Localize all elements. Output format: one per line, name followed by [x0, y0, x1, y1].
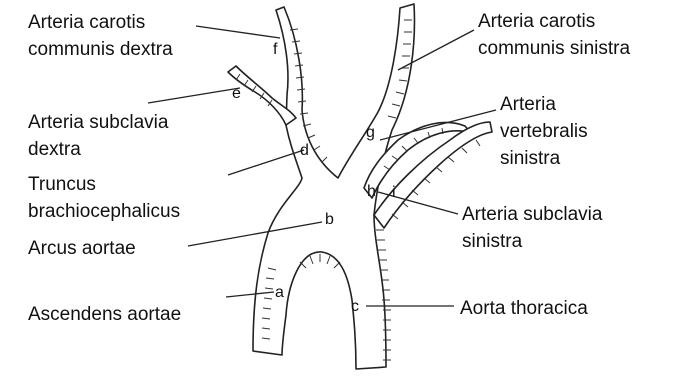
label-subclavia-dextra-line1: Arteria subclavia	[28, 112, 169, 133]
label-carotis-sinistra: Arteria carotis communis sinistra	[478, 11, 630, 59]
label-truncus: Truncus brachiocephalicus	[28, 174, 180, 222]
leader-carotis-dextra	[196, 26, 280, 38]
label-truncus-line1: Truncus	[28, 174, 96, 195]
label-carotis-dextra-line2: communis dextra	[28, 39, 173, 60]
label-thoracica: Aorta thoracica	[460, 298, 588, 319]
label-carotis-sinistra-line2: communis sinistra	[478, 38, 630, 59]
label-subclavia-sinistra: Arteria subclavia sinistra	[462, 204, 608, 252]
letter-a: a	[275, 284, 284, 301]
letter-e: e	[232, 85, 241, 102]
letter-h: h	[367, 183, 376, 200]
label-arcus: Arcus aortae	[28, 238, 136, 259]
label-carotis-dextra: Arteria carotis communis dextra	[28, 12, 173, 60]
label-vertebralis-line3: sinistra	[500, 148, 561, 169]
label-ascendens: Ascendens aortae	[28, 304, 181, 325]
label-truncus-line2: brachiocephalicus	[28, 201, 180, 222]
label-vertebralis-line1: Arteria	[500, 94, 556, 115]
letter-f: f	[273, 41, 278, 58]
label-ascendens-line1: Ascendens aortae	[28, 304, 181, 325]
leader-truncus	[228, 150, 304, 175]
label-vertebralis: Arteria vertebralis sinistra	[500, 94, 593, 169]
letter-d: d	[300, 142, 309, 159]
label-vertebralis-line2: vertebralis	[500, 121, 588, 142]
label-subclavia-dextra: Arteria subclavia dextra	[28, 112, 174, 160]
label-subclavia-sinistra-line1: Arteria subclavia	[462, 204, 603, 225]
aorta-vessel	[253, 4, 414, 369]
letter-c: c	[351, 298, 359, 315]
label-carotis-dextra-line1: Arteria carotis	[28, 12, 145, 33]
label-subclavia-dextra-line2: dextra	[28, 139, 81, 160]
label-thoracica-line1: Aorta thoracica	[460, 298, 588, 319]
leader-subclavia-dextra	[148, 88, 240, 103]
label-arcus-line1: Arcus aortae	[28, 238, 136, 259]
label-carotis-sinistra-line1: Arteria carotis	[478, 11, 595, 32]
letter-g: g	[366, 124, 375, 141]
letter-i: i	[392, 184, 396, 201]
letter-b: b	[325, 211, 334, 228]
label-subclavia-sinistra-line2: sinistra	[462, 231, 523, 252]
